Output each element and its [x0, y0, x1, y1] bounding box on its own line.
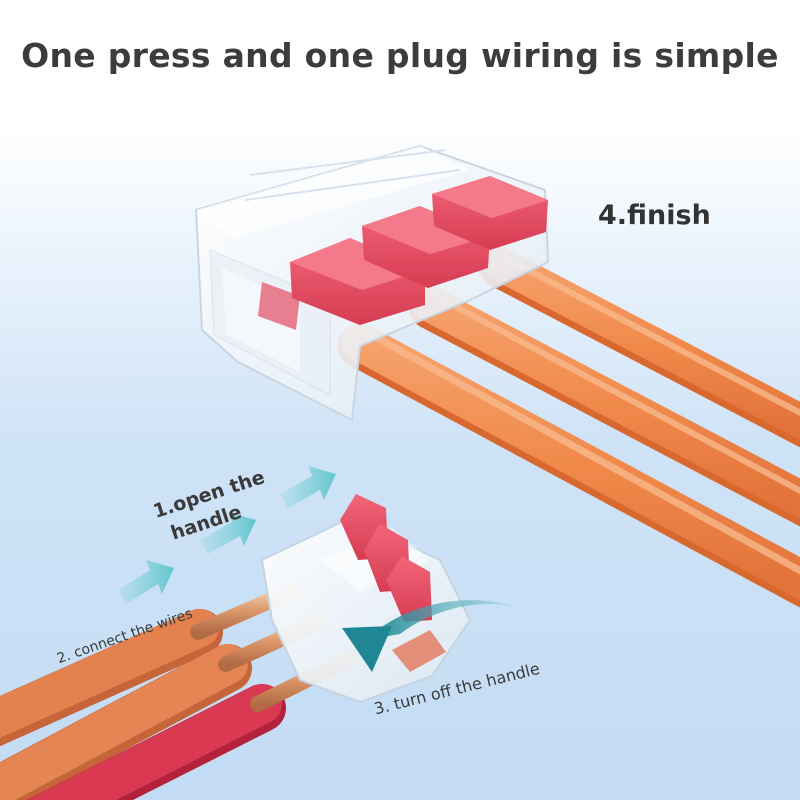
orange-wire [409, 286, 800, 527]
direction-arrow-icon [200, 512, 256, 554]
headline: One press and one plug wiring is simple [21, 36, 779, 75]
red-lever [432, 176, 548, 250]
finished-connector [194, 144, 800, 608]
open-connector [0, 494, 472, 800]
orange-wire [338, 323, 800, 608]
step-finish-label: 4.finish [598, 200, 711, 231]
direction-arrow-icon [118, 560, 174, 604]
curved-rotate-arrow-icon [342, 600, 528, 672]
orange-wire [0, 609, 223, 747]
orange-wire [480, 247, 800, 448]
orange-wire [0, 644, 252, 800]
red-wire [26, 684, 286, 800]
red-lever [386, 556, 432, 622]
direction-arrow-icon [280, 466, 336, 508]
